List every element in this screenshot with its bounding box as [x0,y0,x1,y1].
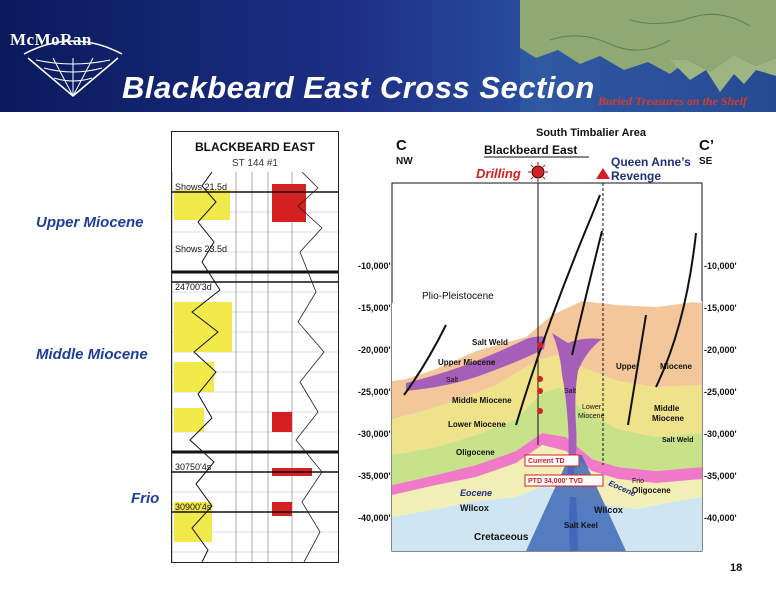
log-marker-3: 24700'3d [175,282,212,292]
label-middle-miocene: Middle Miocene [452,396,512,405]
log-title: BLACKBEARD EAST [195,140,315,154]
label-frio: Frio [131,490,160,507]
label-eocene: Eocene [460,488,492,498]
label-lower-miocene: Lower Miocene [448,420,506,429]
label-salt-keel: Salt Keel [564,521,598,530]
label-oligocene: Oligocene [456,448,495,457]
depth-left-4: -25,000' [358,387,391,397]
depth-right-6: -35,000' [704,471,737,481]
qar-label-2: Revenge [611,169,661,183]
label-frio-right: Frio [632,478,644,485]
depth-left-3: -20,000' [358,345,391,355]
label-middle-r2: Miocene [652,414,685,423]
log-marker-1: Shows 21.5d [175,182,227,192]
depth-left-5: -30,000' [358,429,391,439]
label-lower-miocene-r2: Miocene [578,413,605,420]
depth-left-2: -15,000' [358,303,391,313]
cross-section-diagram: South Timbalier Area Blackbeard East Dri… [358,127,737,552]
label-middle-miocene: Middle Miocene [36,346,148,363]
label-oligocene-right: Oligocene [632,486,671,495]
depth-right-7: -40,000' [704,513,737,523]
section-left-end: C [396,137,407,154]
label-upper-right: Upper [616,362,639,371]
qar-label-1: Queen Anne’s [611,155,691,169]
drilling-label: Drilling [476,166,521,181]
mcmoran-logo-icon [23,40,123,97]
page-number: 18 [730,562,743,574]
show-markers [537,342,543,414]
well-log-panel: BLACKBEARD EAST ST 144 #1 [171,131,339,563]
label-plio: Plio-Pleistocene [422,291,494,302]
label-upper-miocene: Upper Miocene [36,214,144,231]
logo-text: McMoRan [10,30,92,49]
well-title: Blackbeard East [484,143,577,157]
label-wilcox-left: Wilcox [460,503,489,513]
area-title: South Timbalier Area [536,127,647,139]
slide-title: Blackbeard East Cross Section [122,70,595,105]
depth-right-4: -25,000' [704,387,737,397]
section-right-end: C’ [699,137,714,154]
depth-left-7: -40,000' [358,513,391,523]
label-salt-weld-left: Salt Weld [472,338,508,347]
depth-right-1: -10,000' [704,261,737,271]
log-marker-2: Shows 23.5d [175,244,227,254]
slide-header: McMoRan Blackbeard East Cross Section Bu… [0,0,776,112]
well-log-image: Shows 21.5d Shows 23.5d 24700'3d 30750'4… [172,172,338,562]
drilling-rig-icon [528,162,548,182]
ptd-label: PTD 34,000' TVD [528,478,583,485]
depth-right-3: -20,000' [704,345,737,355]
label-salt-center: Salt [564,388,576,395]
log-subtitle: ST 144 #1 [232,158,278,169]
label-salt-left: Salt [446,377,458,384]
label-wilcox-right: Wilcox [594,505,623,515]
tagline: Buried Treasures on the Shelf [598,94,747,108]
label-middle-r1: Middle [654,404,680,413]
depth-left-6: -35,000' [358,471,391,481]
log-marker-4: 30750'4s [175,462,212,472]
label-miocene-right: Miocene [660,362,693,371]
depth-left-1: -10,000' [358,261,391,271]
section-right-dir: SE [699,156,713,167]
current-td-label: Current TD [528,458,565,465]
section-left-dir: NW [396,156,413,167]
label-lower-miocene-r1: Lower [582,404,602,411]
label-cretaceous: Cretaceous [474,532,529,543]
depth-right-2: -15,000' [704,303,737,313]
log-marker-5: 30900'4s [175,502,212,512]
qar-triangle-icon [596,168,610,179]
depth-right-5: -30,000' [704,429,737,439]
coastline-map-image [520,0,776,112]
label-salt-weld-right: Salt Weld [662,437,693,444]
label-upper-miocene: Upper Miocene [438,358,496,367]
